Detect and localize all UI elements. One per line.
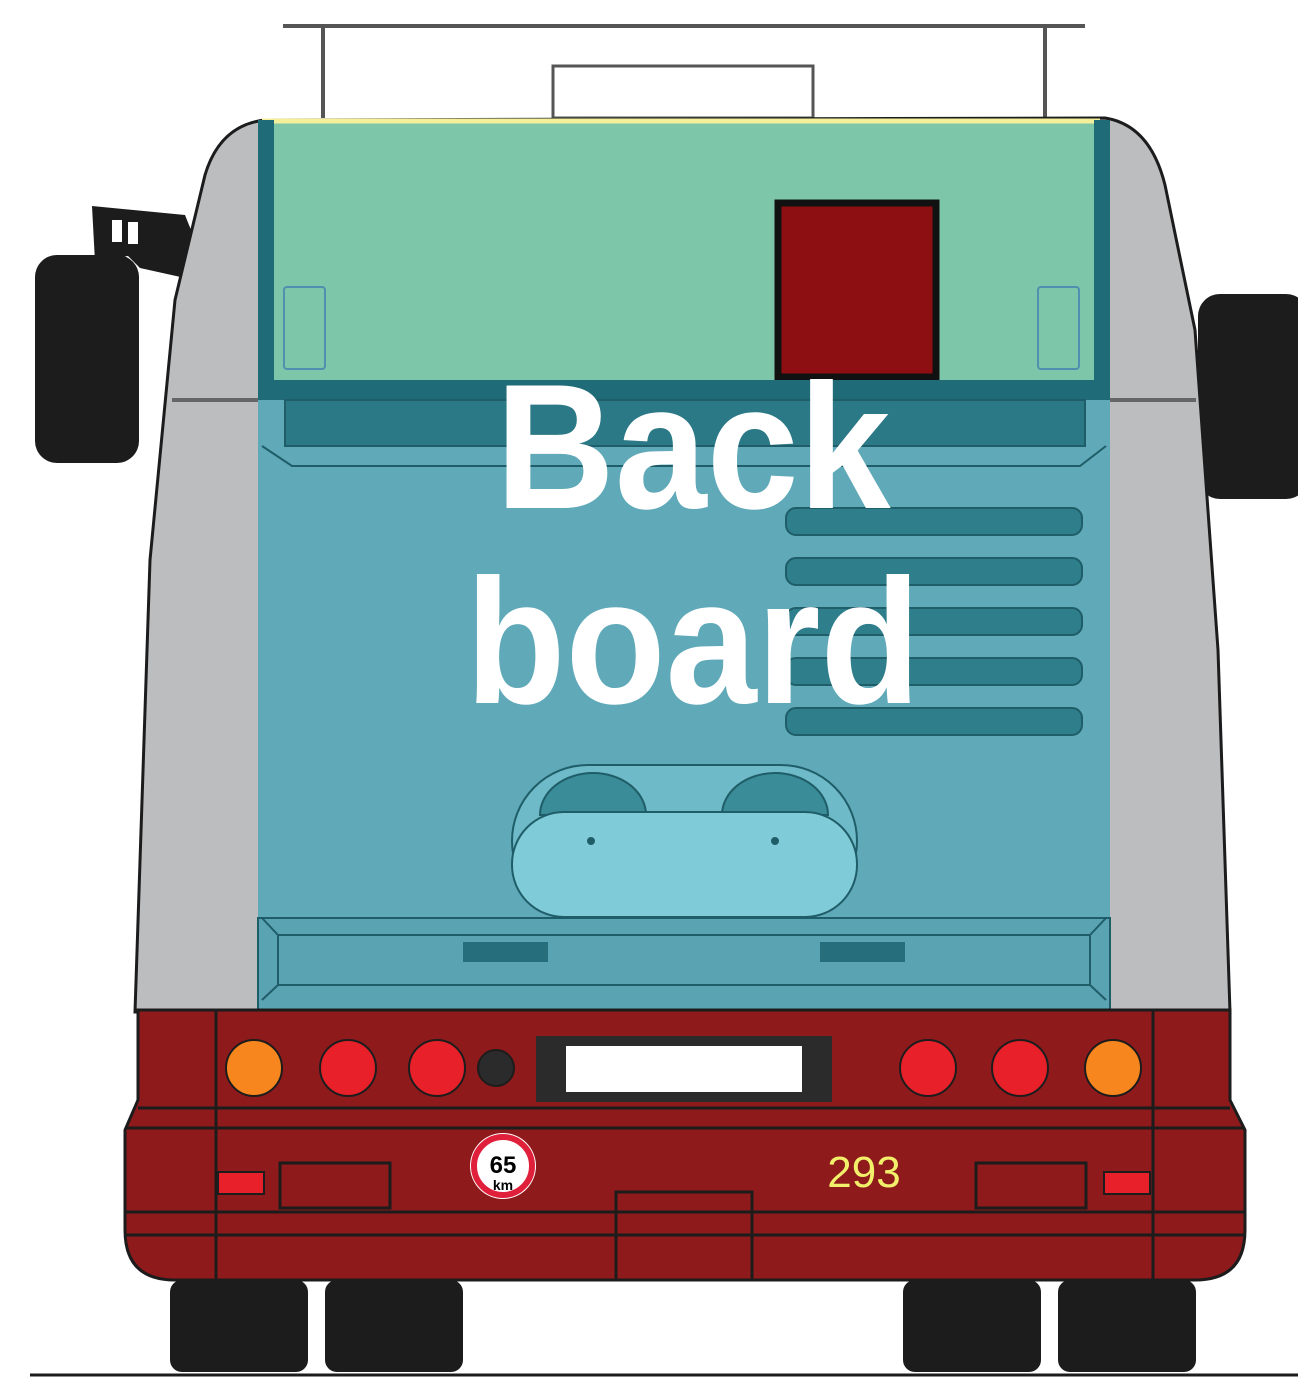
indicator-light-left-icon xyxy=(226,1040,282,1096)
wheel-icon xyxy=(170,1280,308,1372)
license-plate xyxy=(566,1046,802,1092)
reflector-left xyxy=(218,1172,264,1194)
wheel-icon xyxy=(1058,1280,1196,1372)
wheel-icon xyxy=(903,1280,1041,1372)
speed-limit-unit: km xyxy=(493,1177,513,1193)
reflector-right xyxy=(1104,1172,1150,1194)
indicator-light-right-icon xyxy=(1085,1040,1141,1096)
speed-limit-number: 65 xyxy=(490,1152,517,1179)
tail-light-icon xyxy=(320,1040,376,1096)
right-mirror-icon xyxy=(1198,294,1298,499)
reverse-light-icon xyxy=(478,1050,514,1086)
speed-limit-sign: 65 km xyxy=(470,1133,536,1199)
wheel-icon xyxy=(325,1280,463,1372)
bus-number: 293 xyxy=(827,1148,900,1197)
tail-light-icon xyxy=(992,1040,1048,1096)
rear-wheels xyxy=(170,1280,1196,1372)
back-board-title-line1: Back xyxy=(496,347,892,546)
tail-light-icon xyxy=(409,1040,465,1096)
engine-hatch xyxy=(512,765,857,917)
roof-box xyxy=(553,66,813,118)
tail-light-icon xyxy=(900,1040,956,1096)
back-board-title-line2: board xyxy=(466,542,921,741)
